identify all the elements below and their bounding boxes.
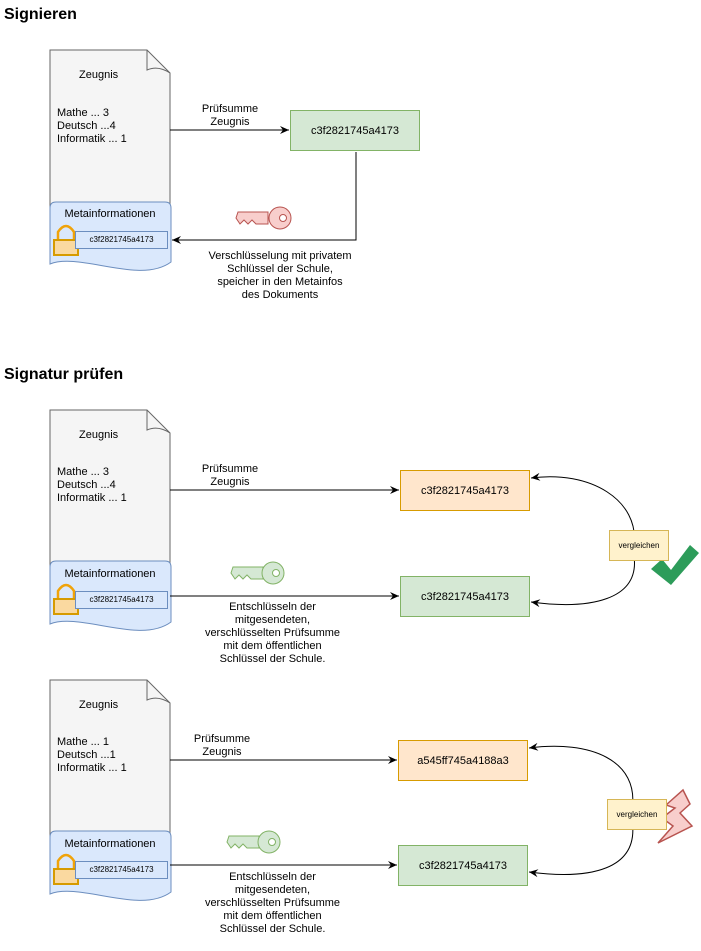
doc-title: Zeugnis: [79, 429, 119, 441]
label-line: Zeugnis: [210, 116, 250, 128]
label-line: mit dem öffentlichen: [223, 640, 322, 652]
label-line: Zeugnis: [210, 476, 250, 488]
padlock-icon: [53, 224, 79, 256]
decrypt-label: Entschlüsseln der mitgesendeten, verschl…: [180, 871, 365, 936]
label-line: Zeugnis: [202, 746, 242, 758]
private-key-icon: [235, 206, 292, 230]
checksum-label: Prüfsumme Zeugnis: [182, 733, 262, 759]
meta-hash: c3f2821745a4173: [75, 231, 168, 249]
grade-line: Informatik ... 1: [57, 492, 127, 504]
label-line: mitgesendeten,: [234, 884, 311, 896]
label-line: mitgesendeten,: [234, 614, 311, 626]
checkmark-icon: [651, 545, 699, 585]
label-line: verschlüsselten Prüfsumme: [204, 897, 341, 909]
encrypt-label: Verschlüsselung mit privatem Schlüssel d…: [180, 250, 380, 302]
public-key-icon: [226, 830, 281, 854]
grade-line: Deutsch ...4: [57, 120, 116, 132]
label-line: des Dokuments: [241, 289, 319, 301]
meta-label: Metainformationen: [64, 568, 156, 580]
label-line: Entschlüsseln der: [229, 871, 316, 883]
compare-box: vergleichen: [607, 799, 667, 830]
grade-line: Deutsch ...1: [57, 749, 116, 761]
grade-line: Informatik ... 1: [57, 762, 127, 774]
compare-arrow: [528, 742, 634, 811]
meta-label: Metainformationen: [64, 208, 156, 220]
label-line: Prüfsumme: [193, 733, 251, 745]
grade-line: Informatik ... 1: [57, 133, 127, 145]
section-title-sign: Signieren: [4, 6, 77, 23]
grade-line: Mathe ... 3: [57, 466, 109, 478]
hash-box-computed: c3f2821745a4173: [400, 470, 530, 511]
label-line: Verschlüsselung mit privatem: [208, 250, 352, 262]
label-line: Entschlüsseln der: [229, 601, 316, 613]
label-line: mit dem öffentlichen: [223, 910, 322, 922]
checksum-label: Prüfsumme Zeugnis: [190, 103, 270, 129]
meta-hash: c3f2821745a4173: [75, 861, 168, 879]
doc-grades: Mathe ... 3 Deutsch ...4 Informatik ... …: [57, 107, 127, 146]
label-line: Schlüssel der Schule.: [219, 653, 326, 665]
doc-grades: Mathe ... 3 Deutsch ...4 Informatik ... …: [57, 466, 127, 505]
hash-box-decrypted: c3f2821745a4173: [398, 845, 528, 886]
grade-line: Mathe ... 3: [57, 107, 109, 119]
doc-title: Zeugnis: [79, 69, 119, 81]
public-key-icon: [230, 561, 285, 585]
hash-box-decrypted: c3f2821745a4173: [400, 576, 530, 617]
label-line: Prüfsumme: [201, 463, 259, 475]
label-line: verschlüsselten Prüfsumme: [204, 627, 341, 639]
section-title-verify: Signatur prüfen: [4, 366, 124, 383]
grade-line: Mathe ... 1: [57, 736, 109, 748]
label-line: Schlüssel der Schule,: [227, 263, 333, 275]
compare-box: vergleichen: [609, 530, 669, 561]
hash-box-computed: a545ff745a4188a3: [398, 740, 528, 781]
doc-grades: Mathe ... 1 Deutsch ...1 Informatik ... …: [57, 736, 127, 775]
label-line: Schlüssel der Schule.: [219, 923, 326, 935]
label-line: speicher in den Metainfos: [217, 276, 343, 288]
doc-title: Zeugnis: [79, 699, 119, 711]
compare-arrow: [528, 819, 634, 878]
grade-line: Deutsch ...4: [57, 479, 116, 491]
meta-label: Metainformationen: [64, 838, 156, 850]
meta-hash: c3f2821745a4173: [75, 591, 168, 609]
compare-arrow: [530, 555, 635, 608]
decrypt-label: Entschlüsseln der mitgesendeten, verschl…: [180, 601, 365, 666]
label-line: Prüfsumme: [201, 103, 259, 115]
hash-box-signed: c3f2821745a4173: [290, 110, 420, 151]
lightning-icon: [657, 788, 694, 844]
checksum-label: Prüfsumme Zeugnis: [190, 463, 270, 489]
encrypt-arrow: [172, 152, 357, 244]
